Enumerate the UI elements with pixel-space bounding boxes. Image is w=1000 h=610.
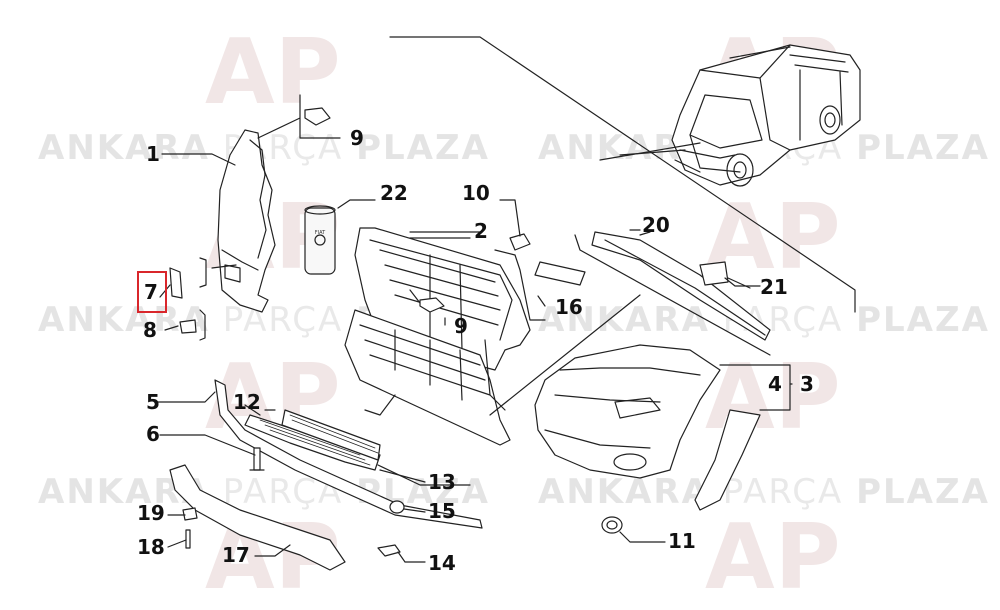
callout-5[interactable]: 5 [146, 390, 160, 414]
callout-2[interactable]: 2 [474, 219, 488, 243]
callout-19[interactable]: 19 [137, 501, 165, 525]
watermark-text: ANKARA PARÇA PLAZA [538, 300, 990, 340]
van-illustration [671, 44, 861, 187]
callout-15[interactable]: 15 [428, 499, 456, 523]
callout-12[interactable]: 12 [233, 390, 261, 414]
callout-3[interactable]: 3 [800, 372, 814, 396]
callout-13[interactable]: 13 [428, 470, 456, 494]
callout-11[interactable]: 11 [668, 529, 696, 553]
callout-18[interactable]: 18 [137, 535, 165, 559]
watermark-logo: AP [205, 20, 341, 125]
callout-14[interactable]: 14 [428, 551, 456, 575]
highlight-box [137, 271, 167, 313]
callout-9[interactable]: 9 [454, 314, 468, 338]
bottle-label: FIAT [315, 230, 326, 236]
callout-8[interactable]: 8 [143, 318, 157, 342]
callout-1[interactable]: 1 [146, 142, 160, 166]
watermark-logo: AP [705, 505, 841, 610]
callout-4[interactable]: 4 [768, 372, 782, 396]
watermark-logo: AP [705, 185, 841, 290]
callout-22[interactable]: 22 [380, 181, 408, 205]
callout-20[interactable]: 20 [642, 213, 670, 237]
callout-10[interactable]: 10 [462, 181, 490, 205]
watermark-text: ANKARA PARÇA PLAZA [538, 472, 990, 512]
callout-16[interactable]: 16 [555, 295, 583, 319]
watermark-text: ANKARA PARÇA PLAZA [38, 472, 490, 512]
callout-9[interactable]: 9 [350, 126, 364, 150]
watermark-text: ANKARA PARÇA PLAZA [38, 128, 490, 168]
callout-21[interactable]: 21 [760, 275, 788, 299]
callout-6[interactable]: 6 [146, 422, 160, 446]
callout-17[interactable]: 17 [222, 543, 250, 567]
callout-7[interactable]: 7 [144, 280, 158, 304]
